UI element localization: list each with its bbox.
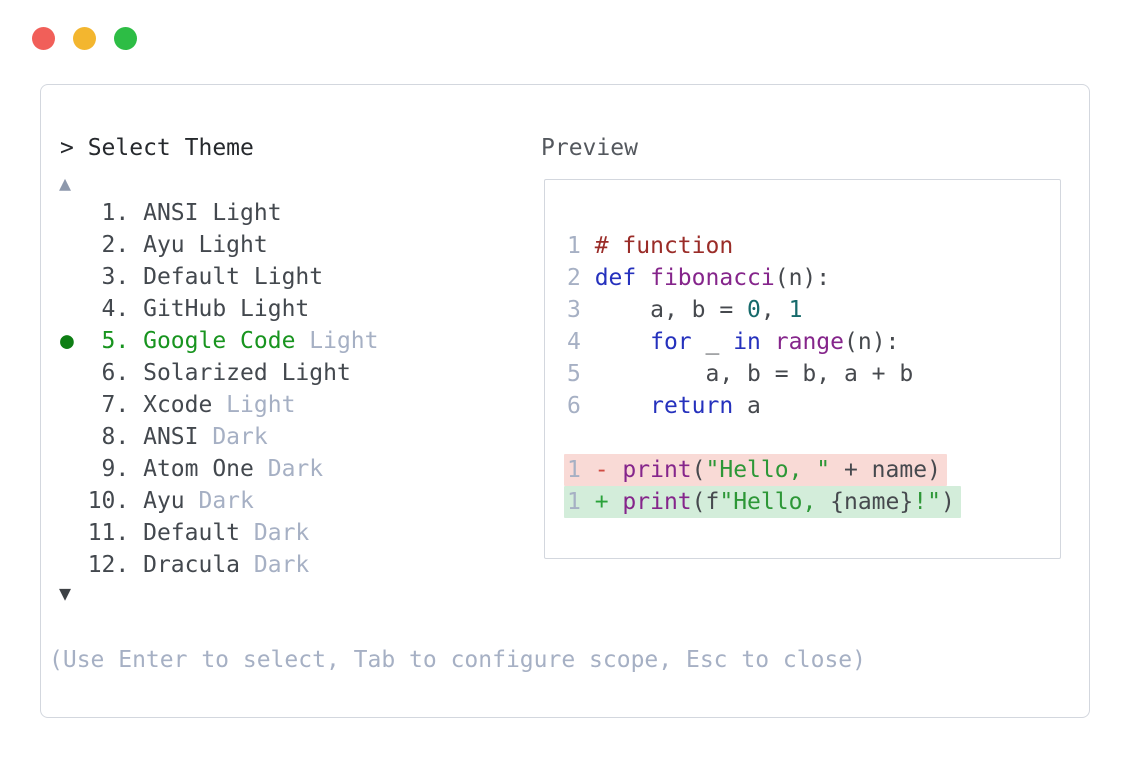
theme-list-item[interactable]: 12. Dracula Dark [60, 549, 379, 581]
theme-variant: Light [212, 392, 296, 418]
close-button-icon[interactable] [32, 27, 55, 50]
line-number: 2 [567, 265, 595, 291]
theme-variant: Dark [184, 488, 254, 514]
line-number: 1 [567, 489, 595, 515]
line-number: 4 [567, 329, 595, 355]
theme-name: 10. Ayu [87, 488, 185, 514]
theme-list-item[interactable]: 2. Ayu Light [60, 229, 379, 261]
code-line: 6 return a [567, 393, 761, 419]
theme-list-item[interactable]: 7. Xcode Light [60, 389, 379, 421]
code-line [545, 422, 1060, 454]
dialog-title: > Select Theme [60, 135, 254, 161]
theme-name: 5. Google Code [87, 328, 296, 354]
minimize-button-icon[interactable] [73, 27, 96, 50]
theme-list-item[interactable]: 11. Default Dark [60, 517, 379, 549]
diff-line-added: 1 + print(f"Hello, {name}!") [545, 486, 1060, 518]
diff-line-removed: 1 - print("Hello, " + name) [545, 454, 1060, 486]
line-number: 1 [567, 233, 595, 259]
theme-list-item[interactable]: 8. ANSI Dark [60, 421, 379, 453]
maximize-button-icon[interactable] [114, 27, 137, 50]
footer-hint: (Use Enter to select, Tab to configure s… [49, 647, 866, 673]
line-number: 1 [567, 457, 595, 483]
scroll-down-icon[interactable]: ▼ [59, 581, 72, 605]
theme-name: 1. ANSI Light [87, 200, 282, 226]
line-number: 3 [567, 297, 595, 323]
line-number: 6 [567, 393, 595, 419]
code-preview: 1 # function 2 def fibonacci(n): 3 a, b = … [545, 230, 1060, 518]
theme-list-item[interactable]: 6. Solarized Light [60, 357, 379, 389]
theme-list-item[interactable]: 3. Default Light [60, 261, 379, 293]
theme-name: 9. Atom One [87, 456, 254, 482]
code-line: 1 # function [567, 233, 734, 259]
theme-name: 12. Dracula [87, 552, 241, 578]
theme-name: 7. Xcode [87, 392, 213, 418]
theme-name: 2. Ayu Light [87, 232, 268, 258]
window-controls [32, 27, 137, 50]
theme-name: 3. Default Light [87, 264, 324, 290]
code-line: 4 for _ in range(n): [567, 329, 900, 355]
code-line: 5 a, b = b, a + b [567, 361, 914, 387]
theme-list-item[interactable]: 4. GitHub Light [60, 293, 379, 325]
theme-list-item-selected[interactable]: ● 5. Google Code Light [60, 325, 379, 357]
theme-variant: Dark [198, 424, 268, 450]
code-line: 2 def fibonacci(n): [567, 265, 831, 291]
diff-highlight: 1 - print("Hello, " + name) [564, 454, 947, 486]
diff-highlight: 1 + print(f"Hello, {name}!") [564, 486, 961, 518]
theme-variant: Dark [240, 552, 310, 578]
theme-list-item[interactable]: 9. Atom One Dark [60, 453, 379, 485]
theme-name: 6. Solarized Light [87, 360, 351, 386]
preview-pane: 1 # function 2 def fibonacci(n): 3 a, b = … [544, 179, 1061, 559]
theme-list: 1. ANSI Light 2. Ayu Light 3. Default Li… [60, 197, 379, 581]
theme-name: 4. GitHub Light [87, 296, 310, 322]
theme-name: 8. ANSI [87, 424, 199, 450]
theme-variant: Light [295, 328, 379, 354]
theme-variant: Dark [240, 520, 310, 546]
theme-list-item[interactable]: 10. Ayu Dark [60, 485, 379, 517]
theme-selector-dialog: > Select Theme Preview ▲ 1. ANSI Light 2… [40, 84, 1090, 718]
theme-name: 11. Default [87, 520, 241, 546]
preview-label: Preview [541, 135, 638, 161]
selected-bullet-icon: ● [60, 328, 88, 354]
theme-list-item[interactable]: 1. ANSI Light [60, 197, 379, 229]
theme-variant: Dark [253, 456, 324, 482]
scroll-up-icon[interactable]: ▲ [59, 171, 72, 195]
code-line: 3 a, b = 0, 1 [567, 297, 803, 323]
line-number: 5 [567, 361, 595, 387]
